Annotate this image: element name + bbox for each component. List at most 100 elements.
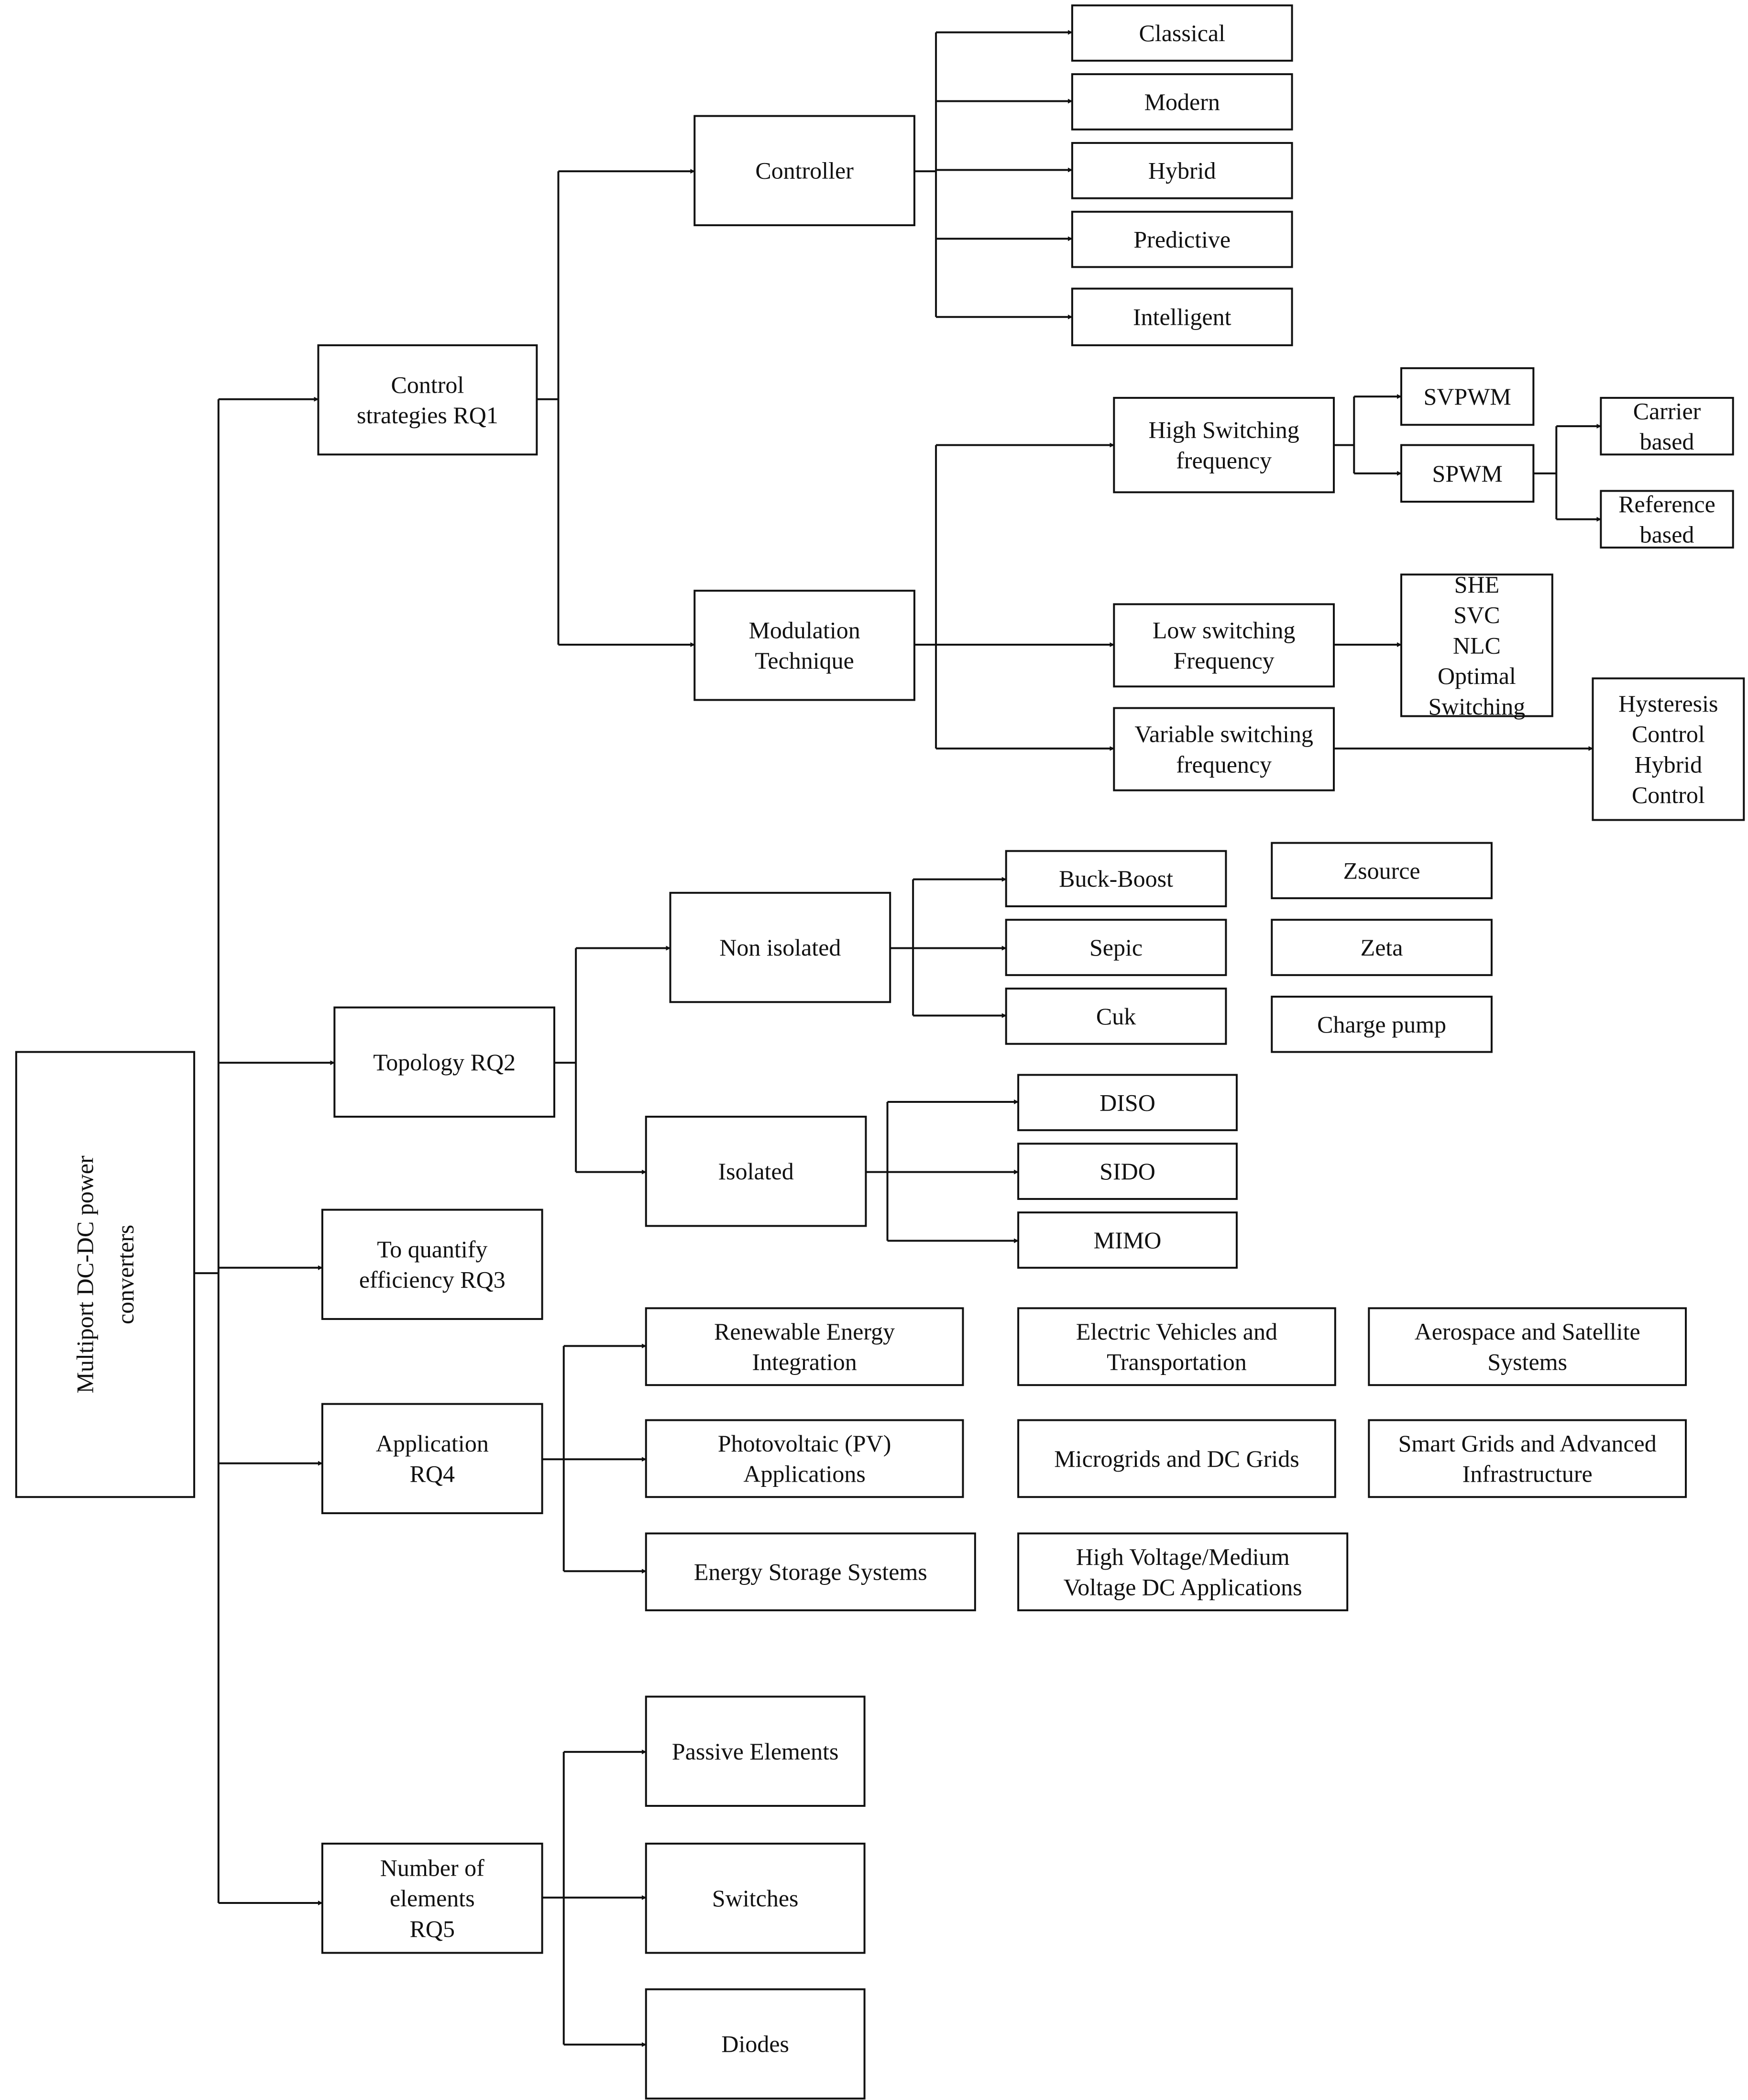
non-isolated-item-node-box xyxy=(1005,988,1227,1045)
application-item-node-box xyxy=(1017,1419,1336,1498)
rq2-node-box xyxy=(333,1006,556,1118)
element-item-node-box xyxy=(645,1842,866,1954)
low-methods-node-box xyxy=(1400,573,1553,717)
non-isolated-extra-node-box xyxy=(1271,995,1493,1053)
controller-predictive-node-label: Predictive xyxy=(1133,226,1231,253)
non-isolated-extra-node-box xyxy=(1271,842,1493,900)
isolated-node-box xyxy=(645,1115,867,1227)
high-switching-node-box xyxy=(1113,396,1335,494)
rq3-node-label-line: To quantify xyxy=(377,1236,487,1263)
variable-switching-node-label-line: Variable switching xyxy=(1134,721,1313,748)
isolated-node-label: Isolated xyxy=(718,1158,793,1185)
controller-classical-node-box xyxy=(1071,4,1293,62)
application-item-node-label-line: Voltage DC Applications xyxy=(1064,1574,1302,1601)
non-isolated-extra-node: Charge pump xyxy=(1271,995,1493,1053)
spwm-node: SPWM xyxy=(1400,444,1535,503)
element-item-node-box xyxy=(645,1988,866,2100)
application-item-node-label-line: Renewable Energy xyxy=(714,1318,895,1345)
rq2-node: Topology RQ2 xyxy=(333,1006,556,1118)
controller-classical-node: Classical xyxy=(1071,4,1293,62)
application-item-node-label: Energy Storage Systems xyxy=(694,1559,927,1585)
low-switching-node-label-line: Low switching xyxy=(1153,617,1296,644)
non-isolated-item-node-label: Cuk xyxy=(1096,1003,1136,1030)
high-switching-node-label-line: High Switching xyxy=(1149,417,1299,443)
controller-node: Controller xyxy=(693,115,915,226)
rq4-node-label-line: Application xyxy=(376,1430,489,1457)
application-item-node-label-line: Aerospace and Satellite xyxy=(1415,1318,1640,1345)
non-isolated-item-node: Buck-Boost xyxy=(1005,850,1227,908)
isolated-item-node-label: DISO xyxy=(1099,1089,1155,1116)
controller-predictive-node-box xyxy=(1071,210,1293,268)
isolated-item-node-box xyxy=(1017,1211,1238,1269)
controller-node-label: Controller xyxy=(755,157,854,184)
application-item-node-label-line: Infrastructure xyxy=(1462,1461,1593,1487)
controller-intelligent-node-label: Intelligent xyxy=(1133,304,1231,330)
rq4-node-box xyxy=(321,1403,543,1515)
application-item-node-label-line: Smart Grids and Advanced xyxy=(1398,1430,1657,1457)
rq5-node-label-line: Number of xyxy=(380,1854,484,1881)
variable-methods-node-label-line: Hybrid xyxy=(1635,751,1703,778)
non-isolated-extra-node-label: Charge pump xyxy=(1317,1011,1446,1038)
low-methods-node-label-line: Optimal xyxy=(1438,662,1516,689)
rq3-node-box xyxy=(321,1209,543,1320)
controller-predictive-node: Predictive xyxy=(1071,210,1293,268)
rq5-node-label-line: elements xyxy=(390,1885,475,1912)
isolated-node: Isolated xyxy=(645,1115,867,1227)
non-isolated-item-node-label: Buck-Boost xyxy=(1059,865,1173,892)
isolated-item-node-box xyxy=(1017,1074,1238,1132)
element-item-node: Passive Elements xyxy=(645,1695,866,1807)
non-isolated-item-node: Sepic xyxy=(1005,919,1227,976)
isolated-item-node-label: SIDO xyxy=(1099,1158,1155,1185)
non-isolated-extra-node: Zsource xyxy=(1271,842,1493,900)
application-item-node-label-line: Photovoltaic (PV) xyxy=(718,1430,891,1457)
carrier-based-node-label-line: based xyxy=(1640,428,1694,455)
non-isolated-node: Non isolated xyxy=(669,891,891,1003)
rq1-node-box xyxy=(317,344,538,456)
non-isolated-extra-node-box xyxy=(1271,919,1493,976)
isolated-item-node: SIDO xyxy=(1017,1143,1238,1200)
application-item-node-box xyxy=(645,1307,964,1386)
isolated-item-node: MIMO xyxy=(1017,1211,1238,1269)
reference-based-node-box xyxy=(1600,490,1734,549)
controller-modern-node-label: Modern xyxy=(1144,88,1220,115)
non-isolated-item-node-label: Sepic xyxy=(1089,934,1143,961)
svpwm-node-label: SVPWM xyxy=(1423,383,1511,410)
rq1-node-label-line: strategies RQ1 xyxy=(357,402,498,429)
application-item-node: Microgrids and DC Grids xyxy=(1017,1419,1336,1498)
variable-switching-node-label-line: frequency xyxy=(1176,751,1272,778)
application-item-node-label-line: Integration xyxy=(752,1349,857,1375)
controller-classical-node-label: Classical xyxy=(1139,20,1225,46)
variable-switching-node-box xyxy=(1113,707,1335,792)
element-item-node-label: Diodes xyxy=(721,2031,789,2057)
variable-methods-node-label-line: Control xyxy=(1632,721,1705,748)
variable-methods-node-box xyxy=(1592,677,1745,821)
application-item-node-label-line: High Voltage/Medium xyxy=(1076,1543,1290,1570)
rq5-node-label-line: RQ5 xyxy=(410,1915,455,1942)
application-item-node-label: Microgrids and DC Grids xyxy=(1054,1445,1299,1472)
isolated-item-node-label: MIMO xyxy=(1094,1227,1162,1253)
rq3-node-label-line: efficiency RQ3 xyxy=(359,1266,506,1293)
application-item-node-box xyxy=(645,1532,976,1612)
